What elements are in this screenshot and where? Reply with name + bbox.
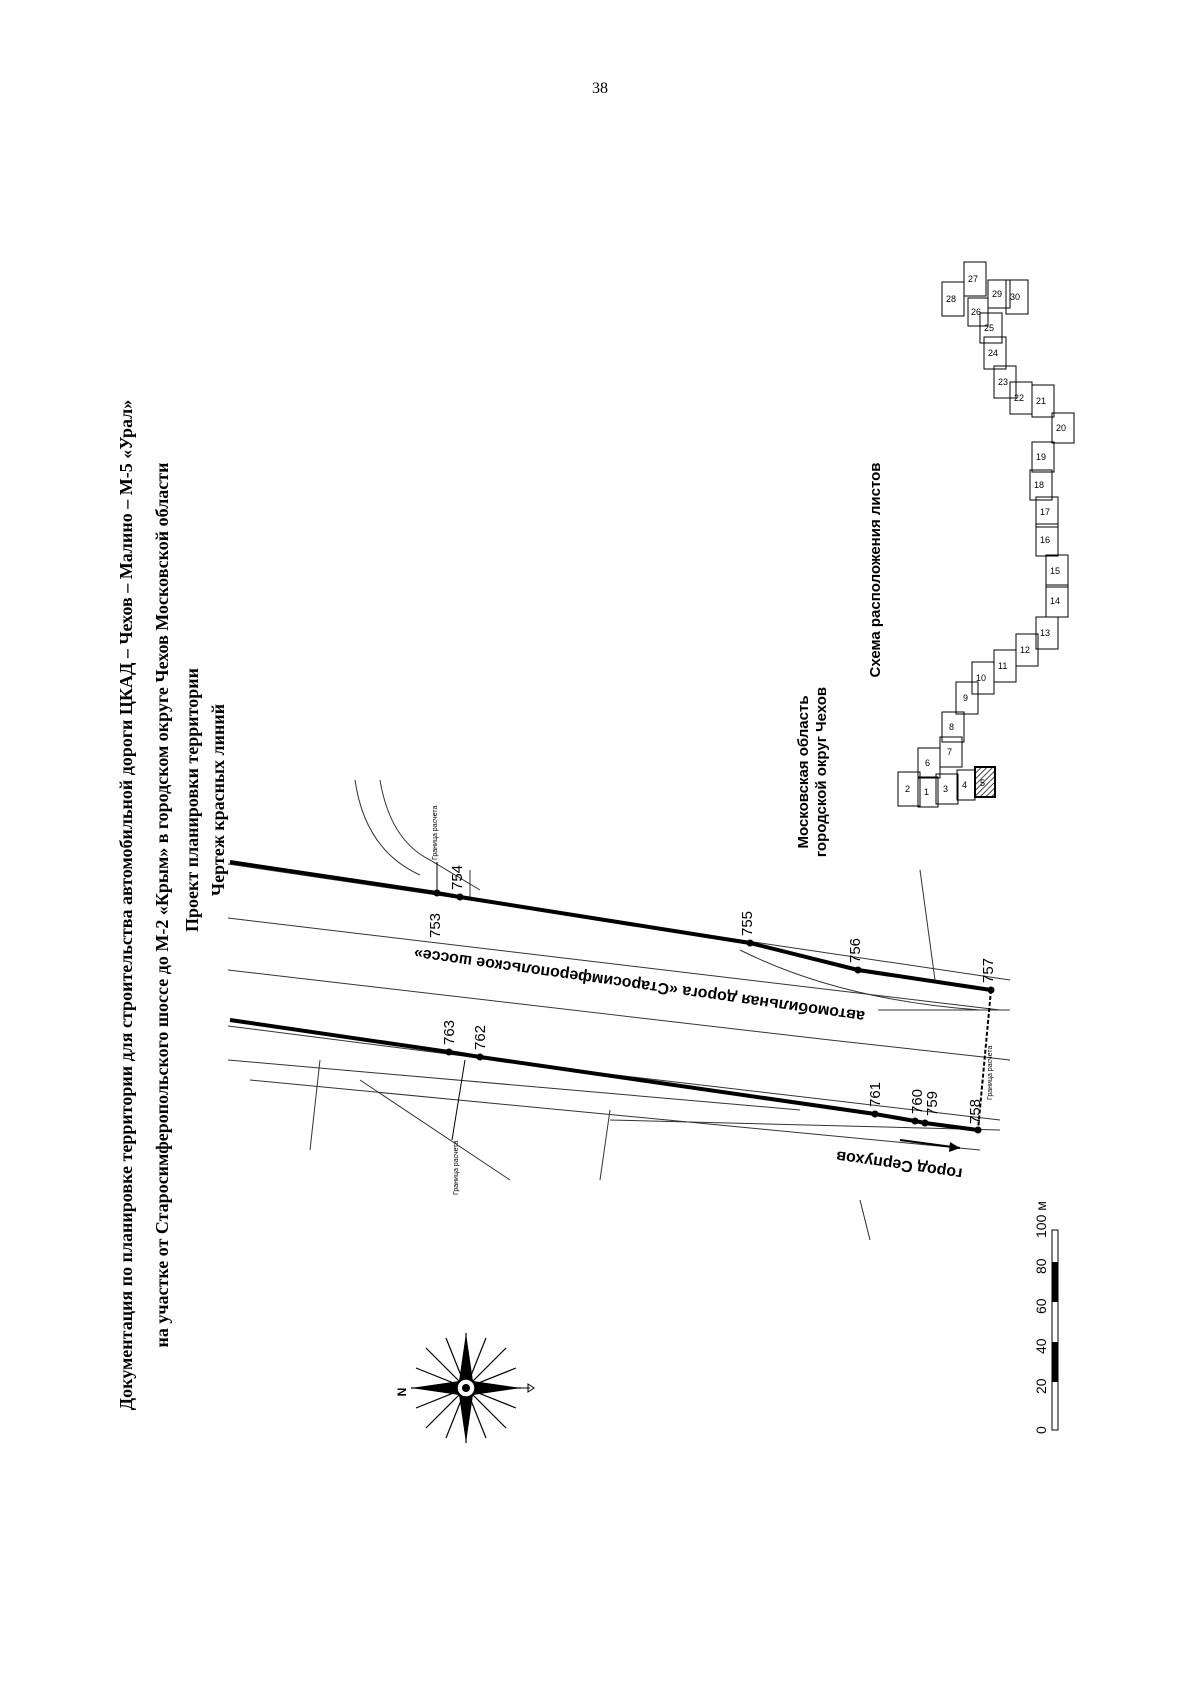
scale-label-0: 0 (1033, 1426, 1049, 1434)
label-763: 763 (441, 1020, 458, 1045)
label-754: 754 (449, 865, 466, 890)
sheet-16: 16 (1040, 535, 1050, 545)
point-761 (871, 1110, 879, 1118)
sheet-24: 24 (988, 348, 998, 358)
sheet-25: 25 (984, 323, 994, 333)
point-760 (911, 1117, 919, 1125)
point-759 (921, 1119, 929, 1127)
label-753: 753 (427, 913, 444, 938)
scale-label-60: 60 (1033, 1298, 1049, 1314)
title-line-1: Документация по планировке территории дл… (116, 400, 136, 1410)
sheet-10: 10 (976, 673, 986, 683)
region-label-line-2: городской округ Чехов (813, 687, 830, 857)
point-757 (987, 986, 995, 994)
label-757: 757 (980, 958, 997, 983)
point-labels: 753 754 755 756 757 758 759 760 761 762 … (427, 865, 997, 1124)
sheet-11: 11 (998, 661, 1007, 671)
point-755 (746, 939, 754, 947)
sheet-18: 18 (1034, 480, 1044, 490)
sheet-27: 27 (968, 274, 978, 284)
scale-label-80: 80 (1033, 1258, 1049, 1274)
scale-label-20: 20 (1033, 1378, 1049, 1394)
compass-rose-icon: N (395, 1333, 535, 1443)
sheet-29: 29 (992, 289, 1002, 299)
sheet-9: 9 (963, 693, 968, 703)
label-761: 761 (867, 1082, 884, 1107)
calc-boundary-label-east: Граница расчета (987, 1046, 994, 1100)
sheet-17: 17 (1040, 507, 1050, 517)
point-756 (854, 966, 862, 974)
scale-label-100: 100 м (1033, 1201, 1049, 1238)
sheet-28: 28 (946, 294, 956, 304)
sheet-12: 12 (1020, 645, 1030, 655)
sheet-8: 8 (949, 722, 954, 732)
calc-boundary-segment (977, 989, 992, 1131)
sheet-19: 19 (1036, 452, 1046, 462)
calc-boundary-label-south: Граница расчета (453, 1141, 460, 1195)
point-758 (974, 1126, 982, 1134)
point-markers (433, 889, 995, 1134)
point-754 (456, 893, 464, 901)
title-line-4: Чертеж красных линий (208, 704, 228, 896)
sheet-2: 2 (905, 784, 910, 794)
label-756: 756 (847, 938, 864, 963)
sheet-23: 23 (998, 377, 1008, 387)
sheet-5: 5 (980, 778, 985, 788)
title-line-3: Проект планировки территории (182, 668, 202, 932)
city-arrow-icon (899, 1139, 961, 1152)
sheet-30: 30 (1010, 292, 1020, 302)
scale-bar: 0 20 40 60 80 100 м (1033, 1201, 1059, 1434)
sheet-7: 7 (947, 747, 952, 757)
sheet-scheme: 2 1 3 4 5 6 7 8 9 10 11 12 13 14 15 16 1… (897, 261, 1075, 808)
sheet-20: 20 (1056, 423, 1066, 433)
title-block: Документация по планировке территории дл… (116, 400, 228, 1410)
scale-label-40: 40 (1033, 1338, 1049, 1354)
sheet-1: 1 (924, 787, 929, 797)
scheme-title: Схема расположения листов (867, 463, 884, 678)
page-number: 38 (592, 80, 608, 97)
sheet-21: 21 (1036, 396, 1046, 406)
sheet-5-highlight (974, 766, 996, 798)
city-label: город Серпухов (835, 1147, 964, 1182)
label-759: 759 (924, 1091, 941, 1116)
label-755: 755 (739, 911, 756, 936)
label-758: 758 (967, 1099, 984, 1124)
region-label-line-1: Московская область (795, 695, 812, 848)
title-line-2: на участке от Старосимферопольского шосс… (152, 462, 172, 1347)
sheet-22: 22 (1014, 393, 1024, 403)
calc-boundary-labels: Граница расчета Граница расчета Граница … (432, 806, 994, 1195)
sheet-6: 6 (925, 758, 930, 768)
compass-north-label: N (395, 1388, 409, 1397)
sheet-26: 26 (971, 307, 981, 317)
sheet-4: 4 (962, 780, 967, 790)
calc-boundary-label-north: Граница расчета (432, 806, 439, 860)
point-762 (476, 1053, 484, 1061)
sheet-15: 15 (1050, 566, 1060, 576)
sheet-14: 14 (1050, 596, 1060, 606)
red-line-north (229, 860, 992, 992)
label-762: 762 (472, 1025, 489, 1050)
sheet-3: 3 (943, 784, 948, 794)
label-760: 760 (909, 1089, 926, 1114)
sheet-13: 13 (1040, 628, 1050, 638)
point-753 (433, 889, 441, 897)
calc-boundary-leaders (436, 862, 466, 1141)
point-763 (445, 1048, 453, 1056)
